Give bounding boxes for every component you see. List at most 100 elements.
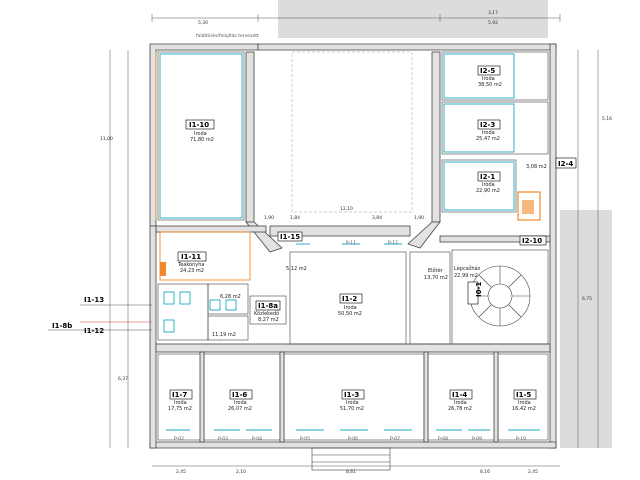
room-label-i1-10: I1-10 Iroda 71,80 m2 (185, 119, 215, 143)
dim-mid-5: 1,90 (414, 215, 424, 221)
room-area: 8,27 m2 (258, 317, 279, 323)
top-note: faláttörés/felújítás tervezett (196, 32, 259, 39)
dim-right-1: 6,75 (582, 296, 592, 302)
room-use: Iroda (174, 400, 187, 406)
dim-mid-3: 12,10 (340, 206, 353, 212)
room-use: Iroda (518, 400, 531, 406)
mid-wall (155, 343, 551, 353)
window-label: P-11 (346, 240, 356, 246)
room-id: I1-3 (344, 391, 359, 399)
outer-wall-right (549, 43, 557, 449)
courtyard-wall-right (431, 51, 441, 223)
room-area: 51,70 m2 (340, 406, 364, 412)
room-id: I2-5 (480, 67, 495, 75)
dim-right-2: 5,16 (602, 116, 612, 122)
elotar-label: Előtér (428, 267, 444, 274)
room-id: I1-4 (452, 391, 467, 399)
small-area: 3,08 m2 (526, 164, 547, 170)
room-label-i1-6: I1-6 Iroda 26,07 m2 (228, 389, 253, 412)
room-area: 16,42 m2 (512, 406, 536, 412)
room-label-i1-15: I1-15 5,12 m2 (277, 231, 307, 272)
room-id: I1-6 (232, 391, 247, 399)
room-area: 50,50 m2 (338, 311, 362, 317)
wall-right-mid (439, 235, 551, 243)
dim-top-right-1: 3,17 (488, 10, 498, 16)
room-label-i1-8a: I1-8a Közlekedő 8,27 m2 (254, 300, 281, 323)
room-area: 25,47 m2 (476, 136, 500, 142)
dim-mid-4: 3,84 (372, 215, 382, 221)
room-use: Iroda (194, 131, 207, 137)
room-use: Iroda (482, 130, 495, 136)
room-use: Iroda (344, 305, 357, 311)
radiators (166, 243, 540, 431)
wc-area-2: 11,19 m2 (212, 332, 236, 338)
room-id: I1-8a (258, 302, 278, 310)
room-id: I1-5 (516, 391, 531, 399)
outer-wall-top-right (257, 43, 557, 51)
room-area: 22,90 m2 (476, 188, 500, 194)
side-label-i2-4: I2-4 (558, 160, 573, 168)
room-label-i2-5: I2-5 Iroda 38,50 m2 (477, 65, 502, 88)
chamfer-right (407, 221, 441, 249)
room-label-i1-11: I1-11 Teakonyha 24,23 m2 (177, 251, 207, 274)
wall-teakonyha (155, 225, 267, 233)
window-labels: P-02 P-03 P-04 P-05 P-06 P-07 P-08 P-09 … (174, 240, 526, 442)
window-label: P-12 (388, 240, 398, 246)
neighbor-building-top (278, 0, 548, 38)
room-use: Iroda (234, 400, 247, 406)
room-label-i2-1: I2-1 Iroda 22,90 m2 (476, 171, 501, 194)
window-label: P-04 (252, 436, 262, 442)
window-label: P-03 (218, 436, 228, 442)
side-label-i1-8b: I1-8b (52, 322, 72, 330)
room-use: Közlekedő (254, 311, 279, 317)
side-label-i1-12: I1-12 (84, 327, 104, 335)
elotar-area: 13,70 m2 (424, 275, 448, 281)
room-use: Iroda (346, 400, 359, 406)
dim-mid-2: 1,84 (290, 215, 300, 221)
outer-wall-left-lower (149, 225, 157, 449)
neighbor-building-right (560, 210, 612, 448)
room-area: 71,80 m2 (190, 137, 214, 143)
room-use: Iroda (482, 76, 495, 82)
courtyard-bottom (269, 225, 411, 237)
dim-bottom-2: 2,10 (236, 469, 246, 475)
dim-mid-1: 1,90 (264, 215, 274, 221)
room-id: I0-1 (475, 282, 483, 297)
room-id: I2-10 (522, 237, 542, 245)
room-area: 38,50 m2 (478, 82, 502, 88)
window-label: P-09 (472, 436, 482, 442)
dim-bottom-5: 2,45 (528, 469, 538, 475)
room-use: Teakonyha (177, 262, 204, 268)
dim-left-1: 11,00 (100, 136, 113, 142)
dim-bottom-4: 8,16 (480, 469, 490, 475)
window-label: P-08 (438, 436, 448, 442)
room-label-i1-2: I1-2 Iroda 50,50 m2 (338, 293, 363, 317)
room-label-i1-5: I1-5 Iroda 16,42 m2 (512, 389, 537, 412)
room-area: 26,78 m2 (448, 406, 472, 412)
room-area: 26,07 m2 (228, 406, 252, 412)
room-label-i2-3: I2-3 Iroda 25,47 m2 (476, 119, 501, 142)
room-area: 5,12 m2 (286, 266, 307, 272)
dim-bottom-1: 2,45 (176, 469, 186, 475)
window-label: P-02 (174, 436, 184, 442)
window-label: P-10 (516, 436, 526, 442)
room-id: I2-3 (480, 121, 495, 129)
lepcsohaz-area: 22,99 m2 (454, 273, 478, 279)
room-id: I1-15 (280, 233, 300, 241)
entrance-steps (311, 447, 391, 471)
courtyard-wall-left (245, 51, 255, 223)
lepcsohaz-label: Lépcsőház (454, 265, 481, 272)
wc-area-1: 6,28 m2 (220, 294, 241, 300)
room-area: 24,23 m2 (180, 268, 204, 274)
room-label-i0-1: I0-1 (467, 282, 483, 305)
room-id: I1-11 (181, 253, 201, 261)
dim-top-left: 5,30 (198, 20, 208, 26)
room-use: Iroda (454, 400, 467, 406)
room-label-i1-4: I1-4 Iroda 26,78 m2 (448, 389, 473, 412)
room-area: 17,75 m2 (168, 406, 192, 412)
dim-bottom-3: 8,61 (346, 469, 356, 475)
outer-wall-bottom (149, 441, 557, 449)
room-use: Iroda (482, 182, 495, 188)
window-label: P-07 (390, 436, 400, 442)
